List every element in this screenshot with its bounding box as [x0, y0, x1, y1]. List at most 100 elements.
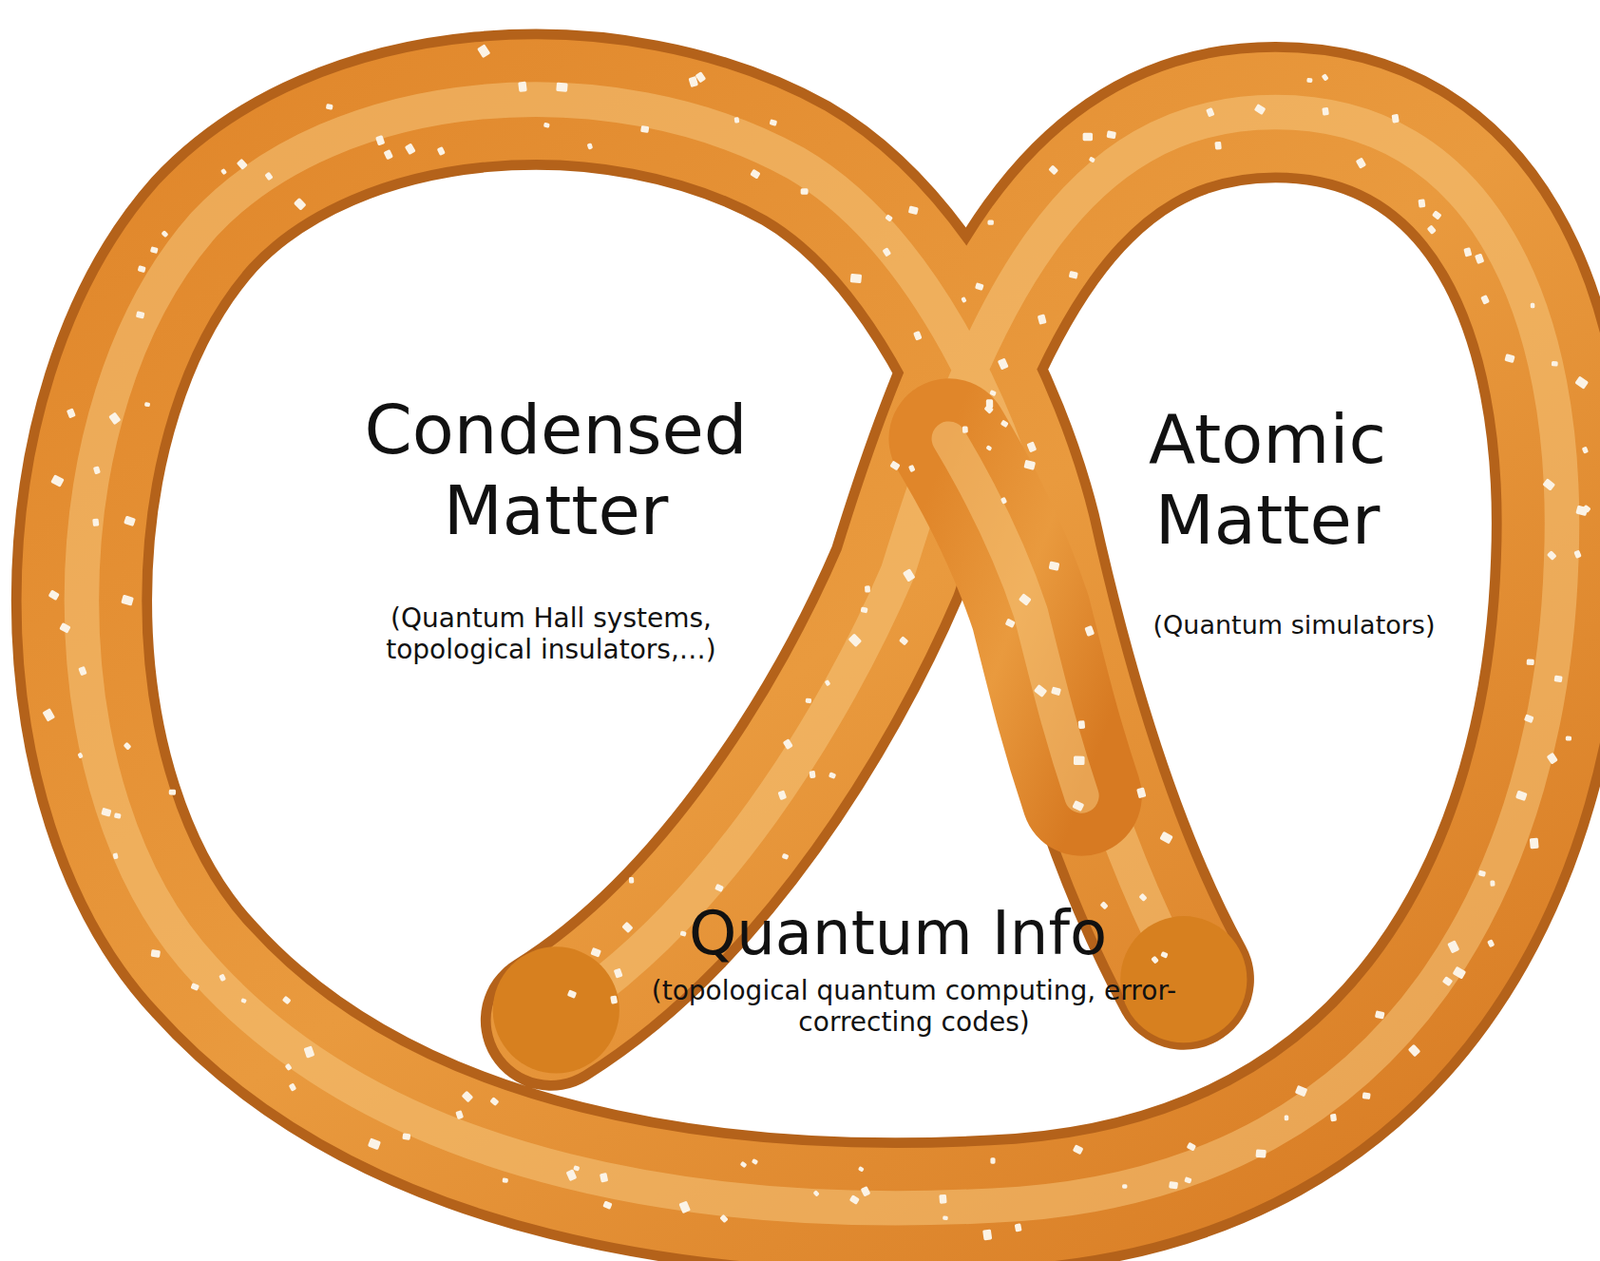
salt-crystal: [1023, 459, 1036, 471]
salt-crystal: [1071, 800, 1085, 812]
salt-crystal: [1168, 1180, 1179, 1189]
salt-crystal: [1427, 224, 1437, 234]
salt-crystal: [908, 205, 919, 215]
region-title: Atomic Matter: [1039, 399, 1496, 561]
salt-crystal: [113, 852, 119, 859]
salt-crystal: [640, 125, 649, 134]
salt-crystal: [1068, 270, 1079, 280]
salt-crystal: [828, 771, 837, 780]
region-subtitle: (Quantum Hall systems, topological insul…: [337, 602, 765, 666]
salt-crystal: [1159, 831, 1174, 845]
salt-crystal: [1084, 625, 1095, 637]
salt-crystal: [282, 995, 292, 1006]
salt-crystal: [1374, 1009, 1386, 1019]
salt-crystal: [1033, 684, 1048, 698]
region-subtitle: (Quantum simulators): [1123, 609, 1466, 641]
salt-crystal: [1321, 73, 1330, 81]
salt-crystal: [160, 229, 169, 238]
salt-crystal: [401, 1132, 411, 1141]
pretzel-highlight: [81, 99, 1562, 1209]
salt-crystal: [151, 949, 161, 958]
salt-crystal: [437, 146, 446, 156]
salt-crystal: [1026, 440, 1037, 453]
salt-crystal: [1295, 1085, 1309, 1097]
salt-crystal: [694, 71, 706, 83]
salt-crystal: [572, 1164, 580, 1172]
salt-crystal: [1489, 879, 1495, 886]
salt-crystal: [1523, 713, 1535, 724]
salt-crystal: [749, 169, 761, 180]
salt-crystal: [41, 707, 56, 723]
salt-crystal: [679, 930, 686, 937]
salt-crystal: [974, 282, 985, 291]
salt-crystal: [1014, 1222, 1023, 1232]
salt-crystal: [383, 149, 394, 160]
salt-crystal: [455, 1109, 464, 1120]
salt-crystal: [1581, 446, 1589, 455]
salt-crystal: [1072, 1143, 1085, 1155]
salt-crystal: [587, 142, 594, 150]
salt-crystal: [962, 425, 969, 433]
salt-crystal: [1526, 658, 1535, 666]
salt-crystal: [1551, 361, 1559, 367]
salt-crystal: [48, 589, 60, 601]
salt-crystal: [1553, 674, 1562, 683]
salt-crystal: [913, 330, 923, 342]
salt-crystal: [960, 296, 967, 304]
salt-crystal: [1442, 975, 1453, 987]
salt-crystal: [1138, 893, 1147, 902]
salt-crystal: [989, 389, 997, 397]
salt-crystal: [218, 972, 227, 982]
salt-crystal: [566, 1168, 578, 1181]
salt-crystal: [169, 789, 177, 796]
salt-crystal: [567, 989, 577, 999]
salt-crystal: [678, 1200, 691, 1215]
salt-crystal: [889, 460, 900, 472]
salt-crystal: [285, 1063, 293, 1071]
salt-crystal: [1573, 550, 1581, 559]
salt-crystal: [734, 116, 741, 124]
salt-crystal: [1546, 752, 1559, 765]
salt-crystal: [751, 1158, 759, 1165]
salt-crystal: [1321, 107, 1330, 116]
salt-crystal: [628, 876, 634, 884]
salt-crystal: [864, 585, 871, 592]
salt-crystal: [1073, 756, 1086, 766]
salt-crystal: [1362, 1091, 1372, 1100]
salt-crystal: [1136, 786, 1146, 799]
salt-crystal: [1078, 720, 1086, 729]
salt-crystal: [590, 947, 602, 958]
salt-crystal: [76, 752, 84, 760]
salt-crystal: [1050, 685, 1062, 696]
salt-crystal: [1330, 1113, 1337, 1123]
salt-crystal: [613, 968, 624, 979]
salt-crystal: [293, 197, 307, 211]
salt-crystal: [1048, 561, 1061, 572]
salt-crystal: [621, 921, 633, 934]
salt-crystal: [1431, 209, 1443, 220]
salt-crystal: [804, 697, 812, 704]
salt-crystal: [860, 1185, 872, 1198]
salt-crystal: [144, 401, 151, 407]
salt-crystal: [769, 118, 779, 127]
region-title: Quantum Info: [555, 897, 1240, 971]
salt-crystal: [92, 518, 99, 528]
salt-crystal: [1474, 252, 1485, 265]
salt-crystal: [1542, 477, 1556, 491]
salt-crystal: [1214, 141, 1221, 151]
salt-crystal: [1504, 353, 1515, 363]
salt-crystal: [1306, 77, 1313, 83]
salt-crystal: [502, 1177, 509, 1182]
salt-crystal: [781, 853, 790, 860]
pretzel-rope-edge: [81, 99, 1562, 1209]
salt-crystal: [123, 742, 133, 751]
salt-crystal: [983, 403, 994, 414]
salt-crystal: [714, 883, 724, 893]
salt-crystal: [884, 213, 894, 222]
salt-crystal: [824, 679, 832, 686]
salt-crystal: [1254, 103, 1267, 115]
salt-crystal: [1408, 1044, 1422, 1058]
salt-crystal: [220, 168, 228, 175]
salt-crystal: [1205, 107, 1215, 117]
salt-crystal: [123, 515, 136, 528]
